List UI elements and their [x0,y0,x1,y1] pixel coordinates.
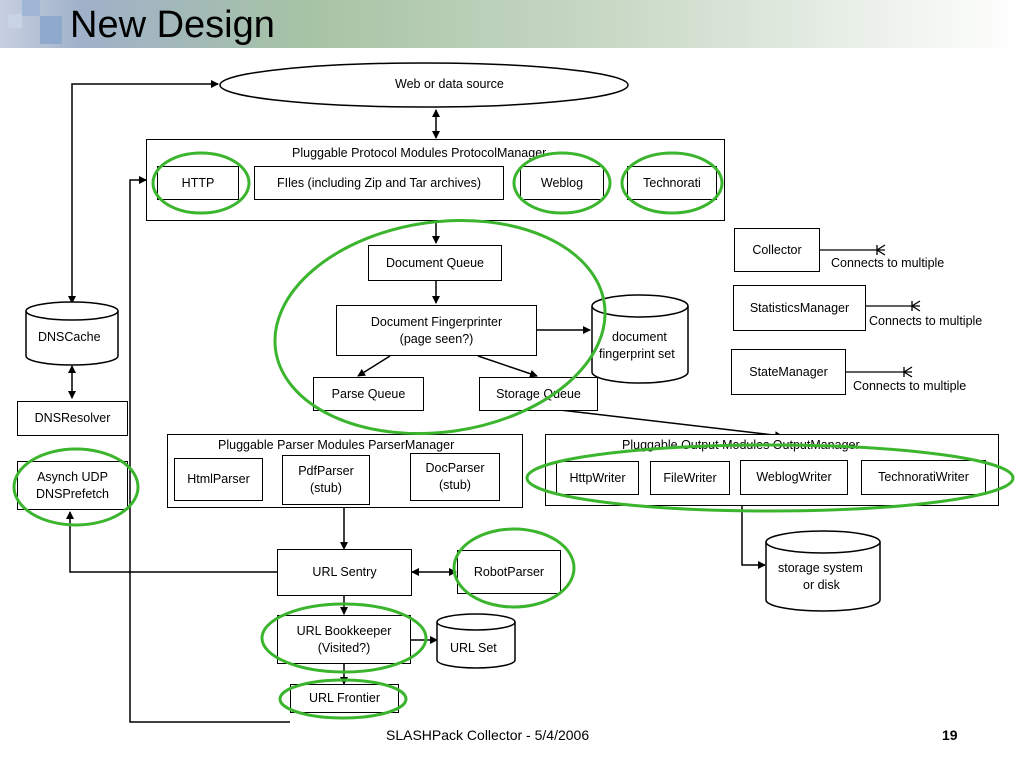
doc-parser-line2: (stub) [439,478,471,492]
http-module: HTTP [157,166,239,200]
url-bookkeeper-line1: URL Bookkeeper [296,623,392,638]
robot-parser: RobotParser [457,550,561,594]
fingerprint-set-line1: document [612,330,667,344]
dns-resolver: DNSResolver [17,401,128,436]
url-sentry: URL Sentry [277,549,412,596]
technorati-module: Technorati [627,166,717,200]
web-source-label: Web or data source [395,77,504,91]
collector: Collector [734,228,820,272]
statistics-connects-label: Connects to multiple [869,314,983,328]
file-writer: FileWriter [650,461,730,495]
http-writer: HttpWriter [556,461,639,495]
doc-parser-line1: DocParser [425,461,485,476]
url-bookkeeper: URL Bookkeeper (Visited?) [277,615,411,664]
dns-cache-cylinder [25,301,119,366]
storage-system-cylinder [765,530,881,612]
storage-system-line2: or disk [803,578,840,592]
asynch-udp-dns-prefetch: Asynch UDP DNSPrefetch [17,461,128,510]
url-set-cylinder [436,613,516,669]
storage-queue: Storage Queue [479,377,598,411]
files-module: FIles (including Zip and Tar archives) [254,166,504,200]
decorative-square-1 [8,14,22,28]
collector-connects-label: Connects to multiple [831,256,945,270]
statistics-manager: StatisticsManager [733,285,866,331]
page-number: 19 [942,727,958,743]
pdf-parser: PdfParser (stub) [282,455,370,505]
output-manager-label: Pluggable Output Modules OutputManager [622,438,860,452]
fingerprint-set-line2: fingerprint set [599,347,675,361]
pdf-parser-line2: (stub) [310,481,342,495]
footer-text: SLASHPack Collector - 5/4/2006 [386,727,590,743]
document-fingerprinter: Document Fingerprinter (page seen?) [336,305,537,356]
asynch-udp-line2: DNSPrefetch [36,486,109,501]
web-source-ellipse [219,62,629,108]
state-manager: StateManager [731,349,846,395]
asynch-udp-line1: Asynch UDP [37,469,108,484]
technorati-writer: TechnoratiWriter [861,460,986,495]
decorative-square-2 [22,0,40,16]
url-bookkeeper-line2: (Visited?) [317,640,371,655]
pdf-parser-line1: PdfParser [298,464,354,479]
html-parser: HtmlParser [174,458,263,501]
weblog-module: Weblog [520,166,604,200]
storage-system-line1: storage system [778,561,863,575]
fingerprinter-line2: (page seen?) [399,331,474,346]
weblog-writer: WeblogWriter [740,460,848,495]
state-connects-label: Connects to multiple [853,379,967,393]
url-set-label: URL Set [450,641,497,655]
decorative-square-3 [40,16,62,44]
fingerprinter-line1: Document Fingerprinter [370,314,503,329]
doc-parser: DocParser (stub) [410,453,500,501]
protocol-manager-label: Pluggable Protocol Modules ProtocolManag… [292,146,547,160]
parse-queue: Parse Queue [313,377,424,411]
parser-manager-label: Pluggable Parser Modules ParserManager [218,438,455,452]
url-frontier: URL Frontier [290,684,399,713]
title-bar [0,0,1024,48]
document-queue: Document Queue [368,245,502,281]
slide-title: New Design [70,4,275,46]
dns-cache-label: DNSCache [38,330,101,344]
